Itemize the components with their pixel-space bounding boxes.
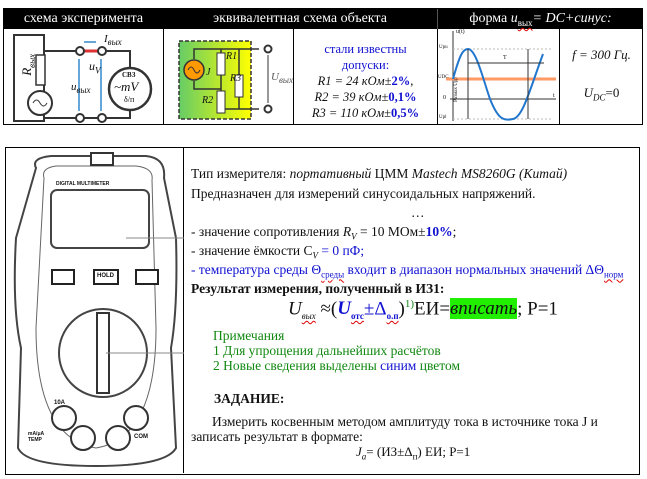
purpose-line: Предназначен для измерений синусоидальны… bbox=[191, 186, 536, 201]
hold-button: HOLD bbox=[97, 273, 114, 279]
zero-label: 0 bbox=[443, 95, 446, 101]
r1-tolerance: R1 = 24 кОм±2%, bbox=[317, 74, 414, 88]
task-panel: DIGITAL MULTIMETER HOLD 10A COM mA/μA TE… bbox=[5, 147, 640, 475]
j-label: J bbox=[206, 67, 211, 78]
task-line-1: Измерить косвенным методом амплитуду ток… bbox=[212, 414, 598, 429]
meter-class: δ/п bbox=[124, 95, 135, 104]
result-label: Результат измерения, полученный в ИЗ1: bbox=[191, 281, 445, 296]
swing-label: Размах Upp bbox=[453, 77, 459, 102]
udc-value: UDC=0 bbox=[583, 85, 620, 103]
current-label: I bbox=[104, 33, 108, 45]
10a-jack: 10A bbox=[54, 400, 66, 406]
meter-type: СВЗ bbox=[122, 71, 136, 79]
frequency: f = 300 Гц. bbox=[572, 47, 631, 62]
tolerances: стали известны допуски: R1 = 24 кОм±2%, … bbox=[293, 29, 437, 125]
r2-tolerance: R2 = 39 кОм±0,1% bbox=[314, 90, 417, 104]
r-out-label: R bbox=[19, 67, 35, 76]
experiment-schematic: Iвых Rвых uV uвых СВЗ ~mV δ/п bbox=[4, 29, 163, 125]
meter-type-line: Тип измерителя: портативный ЦММ Mastech … bbox=[191, 166, 568, 181]
period-label: T bbox=[503, 55, 507, 61]
note-1: 1 Для упрощения дальнейших расчётов bbox=[213, 343, 441, 358]
task-line-2: записать результат в формате: bbox=[191, 429, 363, 444]
multimeter-image: DIGITAL MULTIMETER HOLD 10A COM mA/μA TE… bbox=[6, 148, 184, 473]
meter-brand: DIGITAL MULTIMETER bbox=[56, 181, 110, 187]
y-axis-label: u(t) bbox=[456, 29, 465, 35]
r3-tolerance: R3 = 110 кОм±0,5% bbox=[311, 106, 420, 120]
result-formula: Uвых ≈(Uотс±Δо.п)1)ЕИ=вписать; P=1 bbox=[288, 298, 558, 322]
uv-label: u bbox=[89, 59, 95, 73]
r2-label: R2 bbox=[202, 95, 214, 106]
com-jack: COM bbox=[134, 434, 148, 440]
meter-mv: ~mV bbox=[114, 79, 139, 94]
uout-eq-label: U bbox=[271, 71, 279, 83]
resistance-line: - значение сопротивления RV = 10 МОм±10%… bbox=[191, 224, 457, 242]
capacitance-line: - значение ёмкости СV = 0 пФ; bbox=[191, 243, 365, 261]
note-2: 2 Новые сведения выделены синим цветом bbox=[213, 358, 461, 373]
task-title: ЗАДАНИЕ: bbox=[214, 391, 285, 406]
temperature-line: - температура среды Θсреды входит в диап… bbox=[191, 262, 624, 280]
upu-label: Upu bbox=[439, 45, 448, 50]
header-scheme: схема эксперимента bbox=[4, 9, 163, 29]
waveform-plot: u(t) t Upu UDC 0 Upl T Размах Upp bbox=[437, 29, 559, 125]
uout-label: u bbox=[71, 81, 77, 93]
ellipsis: … bbox=[411, 205, 425, 220]
task-formula: Ja= (ИЗ±Δп) ЕИ; P=1 bbox=[356, 444, 471, 462]
r3-label: R3 bbox=[230, 73, 242, 84]
x-axis-label: t bbox=[553, 93, 555, 99]
udc-label: UDC bbox=[438, 75, 449, 80]
fill-in-field[interactable]: вписать bbox=[450, 298, 518, 320]
tolerances-title-2: допуски: bbox=[341, 58, 390, 72]
header-equivalent: эквивалентная схема объекта bbox=[163, 9, 437, 29]
header-waveform: форма uвых= DC+синус: bbox=[437, 9, 643, 29]
r1-label: R1 bbox=[226, 51, 238, 62]
ma-jack: mA/μA TEMP bbox=[28, 431, 44, 443]
experiment-table: схема эксперимента эквивалентная схема о… bbox=[3, 8, 643, 125]
notes-title: Примечания bbox=[213, 328, 285, 343]
signal-params: f = 300 Гц. UDC=0 bbox=[559, 29, 643, 125]
tolerances-title: стали известны bbox=[324, 42, 407, 56]
equivalent-schematic: J R1 R3 R2 Uвых bbox=[163, 29, 293, 125]
upl-label: Upl bbox=[439, 115, 447, 120]
